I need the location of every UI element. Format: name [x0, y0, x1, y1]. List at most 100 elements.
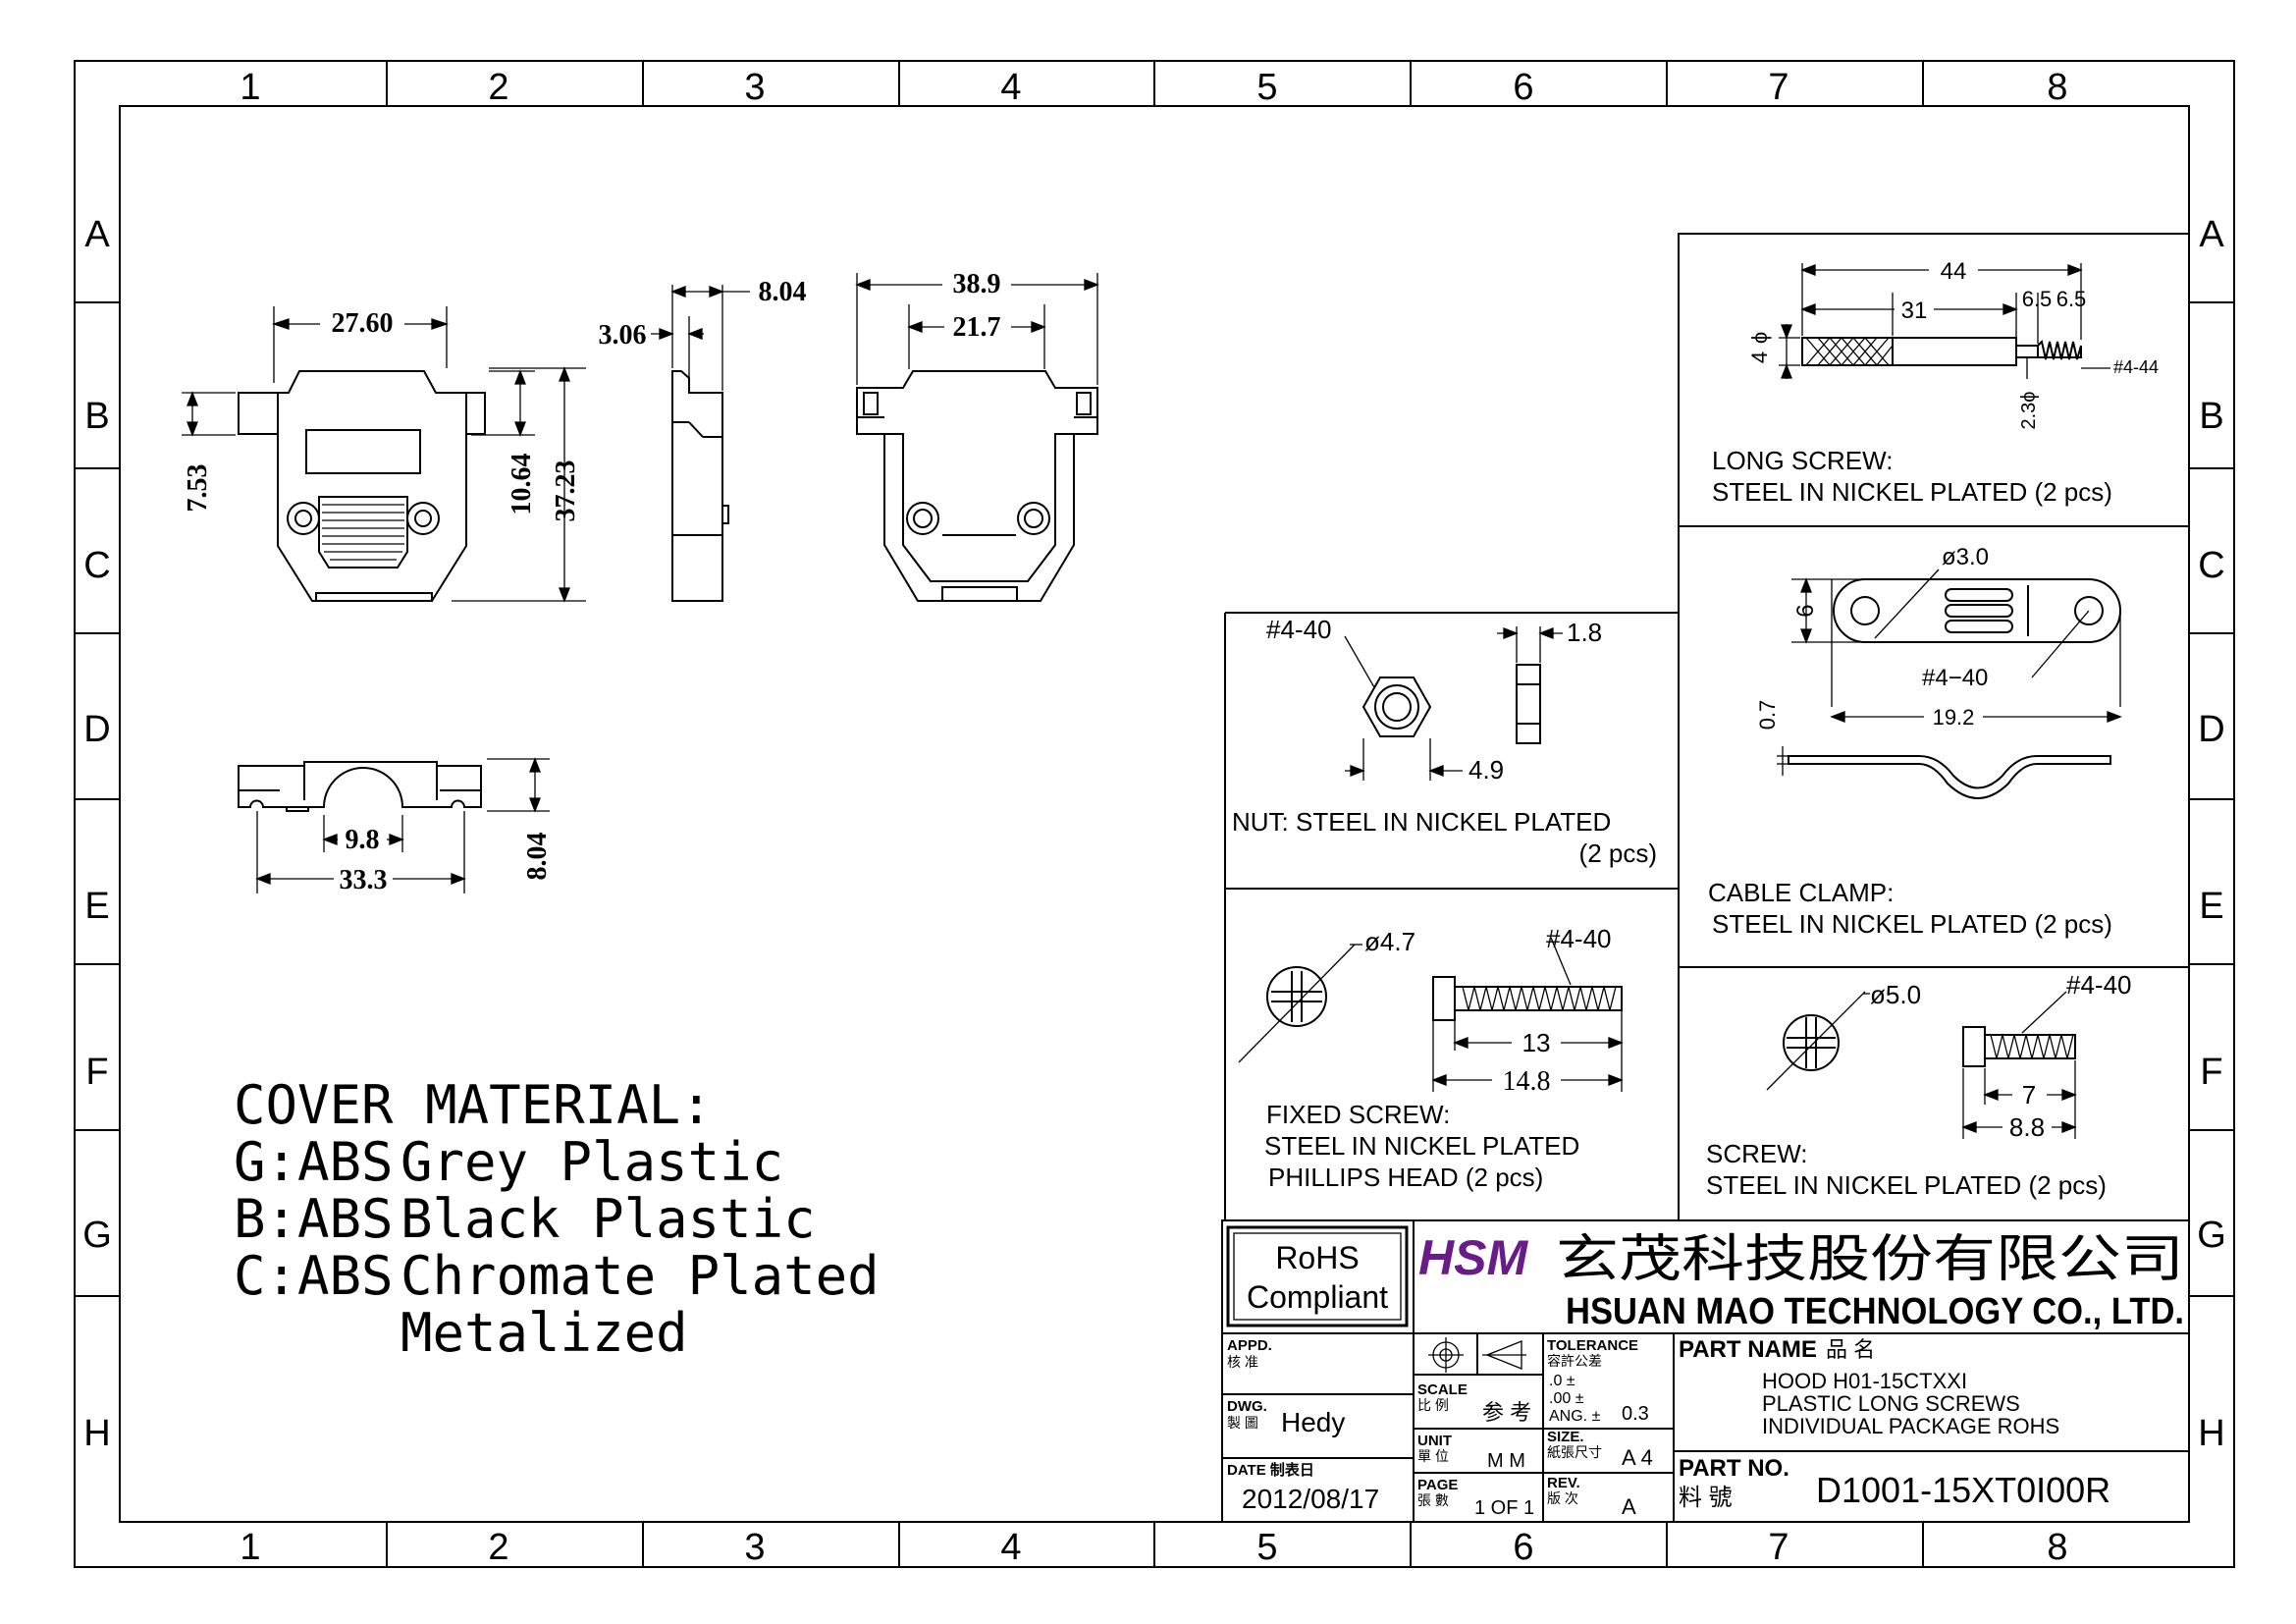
scale-value: 参 考 [1482, 1400, 1531, 1425]
clamp-thread: #4−40 [1922, 665, 1988, 691]
part-name-label-cn: 品 名 [1826, 1337, 1875, 1362]
long-screw-panel: 44 31 6.5 6.5 4 ϕ 2.3ϕ #4-44 LONG SCREW:… [1712, 258, 2159, 507]
company-logo: HSM [1418, 1230, 1528, 1285]
row-b-left: B [84, 396, 109, 437]
nut-label-2: (2 pcs) [1579, 839, 1657, 868]
long-screw-label-2: STEEL IN NICKEL PLATED (2 pcs) [1712, 477, 2112, 507]
fixed-screw-len-a-dim: 13 [1522, 1028, 1551, 1057]
page-label: PAGE [1417, 1477, 1458, 1493]
clamp-hole-dim: ø3.0 [1942, 544, 1989, 570]
size-label: SIZE. [1547, 1429, 1584, 1445]
part-name-label: PART NAME [1679, 1336, 1817, 1363]
projection-symbol-icon [1428, 1337, 1526, 1373]
bottom-outer-dim: 33.3 [340, 865, 388, 895]
cable-clamp-panel: ø3.0 6 #4−40 19.2 0.7 CABLE CLAMP: STEEL… [1708, 544, 2122, 939]
clamp-label-2: STEEL IN NICKEL PLATED (2 pcs) [1712, 909, 2112, 939]
long-screw-small-dia-dim: 2.3ϕ [2018, 391, 2040, 429]
unit-label: UNIT [1417, 1433, 1452, 1449]
row-e-left: E [84, 886, 109, 927]
front-height-mid-dim: 10.64 [507, 454, 537, 515]
drawn-by: Hedy [1281, 1407, 1345, 1437]
row-labels-left: A B C D E F G H [82, 214, 112, 1454]
part-no-label: PART NO. [1679, 1455, 1789, 1482]
col-2-top: 2 [488, 67, 508, 108]
row-g-right: G [2197, 1215, 2226, 1256]
col-5-bottom: 5 [1256, 1527, 1277, 1568]
part-name-line-3: INDIVIDUAL PACKAGE ROHS [1762, 1414, 2059, 1438]
unit-value: M M [1487, 1450, 1525, 1472]
material-g-desc: Grey Plastic [400, 1131, 783, 1193]
drawing-date: 2012/08/17 [1242, 1484, 1379, 1514]
part-no-label-cn: 料 號 [1679, 1485, 1733, 1511]
fixed-screw-label-3: PHILLIPS HEAD (2 pcs) [1268, 1163, 1543, 1192]
front-width-dim: 27.60 [332, 308, 394, 339]
bottom-inner-dim: 9.8 [346, 825, 380, 855]
title-block: RoHS Compliant HSM 玄茂科技股份有限公司 HSUAN MAO … [1221, 1219, 2190, 1523]
screw-len-b-dim: 8.8 [2009, 1112, 2045, 1142]
row-h-left: H [83, 1413, 110, 1454]
appd-label: APPD. [1227, 1337, 1272, 1354]
rev-label-cn: 版 次 [1547, 1490, 1578, 1506]
tolerance-label: TOLERANCE [1547, 1337, 1638, 1354]
outer-border [74, 60, 2235, 1568]
fixed-screw-len-b-dim: 14.8 [1503, 1066, 1551, 1097]
nut-label-1: NUT: STEEL IN NICKEL PLATED [1232, 807, 1611, 837]
col-2-bottom: 2 [488, 1527, 508, 1568]
nut-thickness-dim: 1.8 [1567, 618, 1602, 647]
row-a-right: A [2199, 214, 2224, 255]
screw-thread: #4-40 [2066, 970, 2132, 1000]
long-screw-thread: #4-44 [2113, 357, 2159, 377]
column-labels-bottom: 1 2 3 4 5 6 7 8 [240, 1527, 2067, 1568]
long-screw-dia-dim: 4 [1747, 352, 1772, 363]
row-g-left: G [82, 1215, 112, 1256]
page-value: 1 OF 1 [1474, 1497, 1534, 1519]
zone-ticks [75, 61, 2234, 1567]
front-height-total-dim: 37.23 [551, 460, 581, 522]
size-value: A 4 [1622, 1445, 1653, 1470]
col-8-bottom: 8 [2047, 1527, 2067, 1568]
part-number: D1001-15XT0I00R [1816, 1470, 2110, 1510]
screw-panel: ø5.0 #4-40 7 8.8 SCREW: STEEL IN NICKEL … [1706, 970, 2132, 1200]
rear-outer-dim: 38.9 [953, 269, 1001, 299]
row-h-right: H [2198, 1413, 2224, 1454]
tolerance-line-3: ANG. ± [1549, 1408, 1601, 1425]
rear-view: 38.9 21.7 [855, 269, 1099, 602]
nut-panel: #4-40 1.8 4.9 NUT: STEEL IN NICKEL PLATE… [1232, 615, 1657, 868]
long-screw-label-1: LONG SCREW: [1712, 446, 1893, 475]
col-4-bottom: 4 [1000, 1527, 1021, 1568]
row-e-right: E [2199, 886, 2223, 927]
row-f-right: F [2200, 1052, 2222, 1093]
clamp-height-dim: 6 [1792, 604, 1819, 617]
rohs-label-1: RoHS [1275, 1240, 1359, 1275]
col-1-bottom: 1 [240, 1527, 260, 1568]
screw-head-dim: ø5.0 [1870, 980, 1921, 1009]
row-c-right: C [2198, 545, 2224, 586]
dwg-label: DWG. [1227, 1398, 1267, 1415]
clamp-length-dim: 19.2 [1933, 705, 1975, 730]
nut-width-dim: 4.9 [1468, 755, 1504, 785]
bottom-view: 9.8 33.3 8.04 [238, 757, 553, 895]
side-dim-b: 8.04 [759, 277, 807, 307]
col-3-bottom: 3 [744, 1527, 765, 1568]
screw-label-2: STEEL IN NICKEL PLATED (2 pcs) [1706, 1170, 2107, 1200]
fixed-screw-label-2: STEEL IN NICKEL PLATED [1264, 1131, 1579, 1161]
rear-inner-dim: 21.7 [953, 312, 1001, 343]
scale-label-cn: 比 例 [1417, 1397, 1449, 1413]
fixed-screw-thread: #4-40 [1546, 924, 1612, 953]
row-b-right: B [2199, 396, 2223, 437]
clamp-label-1: CABLE CLAMP: [1708, 878, 1894, 907]
scale-label: SCALE [1417, 1381, 1468, 1398]
screw-label-1: SCREW: [1706, 1139, 1808, 1168]
screw-len-a-dim: 7 [2022, 1080, 2036, 1110]
row-a-left: A [84, 214, 110, 255]
fixed-screw-label-1: FIXED SCREW: [1266, 1100, 1450, 1129]
unit-label-cn: 單 位 [1417, 1448, 1449, 1464]
front-height-small-dim: 7.53 [183, 464, 213, 513]
dwg-label-cn: 製 圖 [1227, 1415, 1258, 1431]
page-label-cn: 張 數 [1417, 1492, 1449, 1508]
col-6-bottom: 6 [1513, 1527, 1533, 1568]
column-labels-top: 1 2 3 4 5 6 7 8 [240, 67, 2067, 108]
col-4-top: 4 [1000, 67, 1021, 108]
cover-material-title: COVER MATERIAL: [234, 1074, 713, 1136]
